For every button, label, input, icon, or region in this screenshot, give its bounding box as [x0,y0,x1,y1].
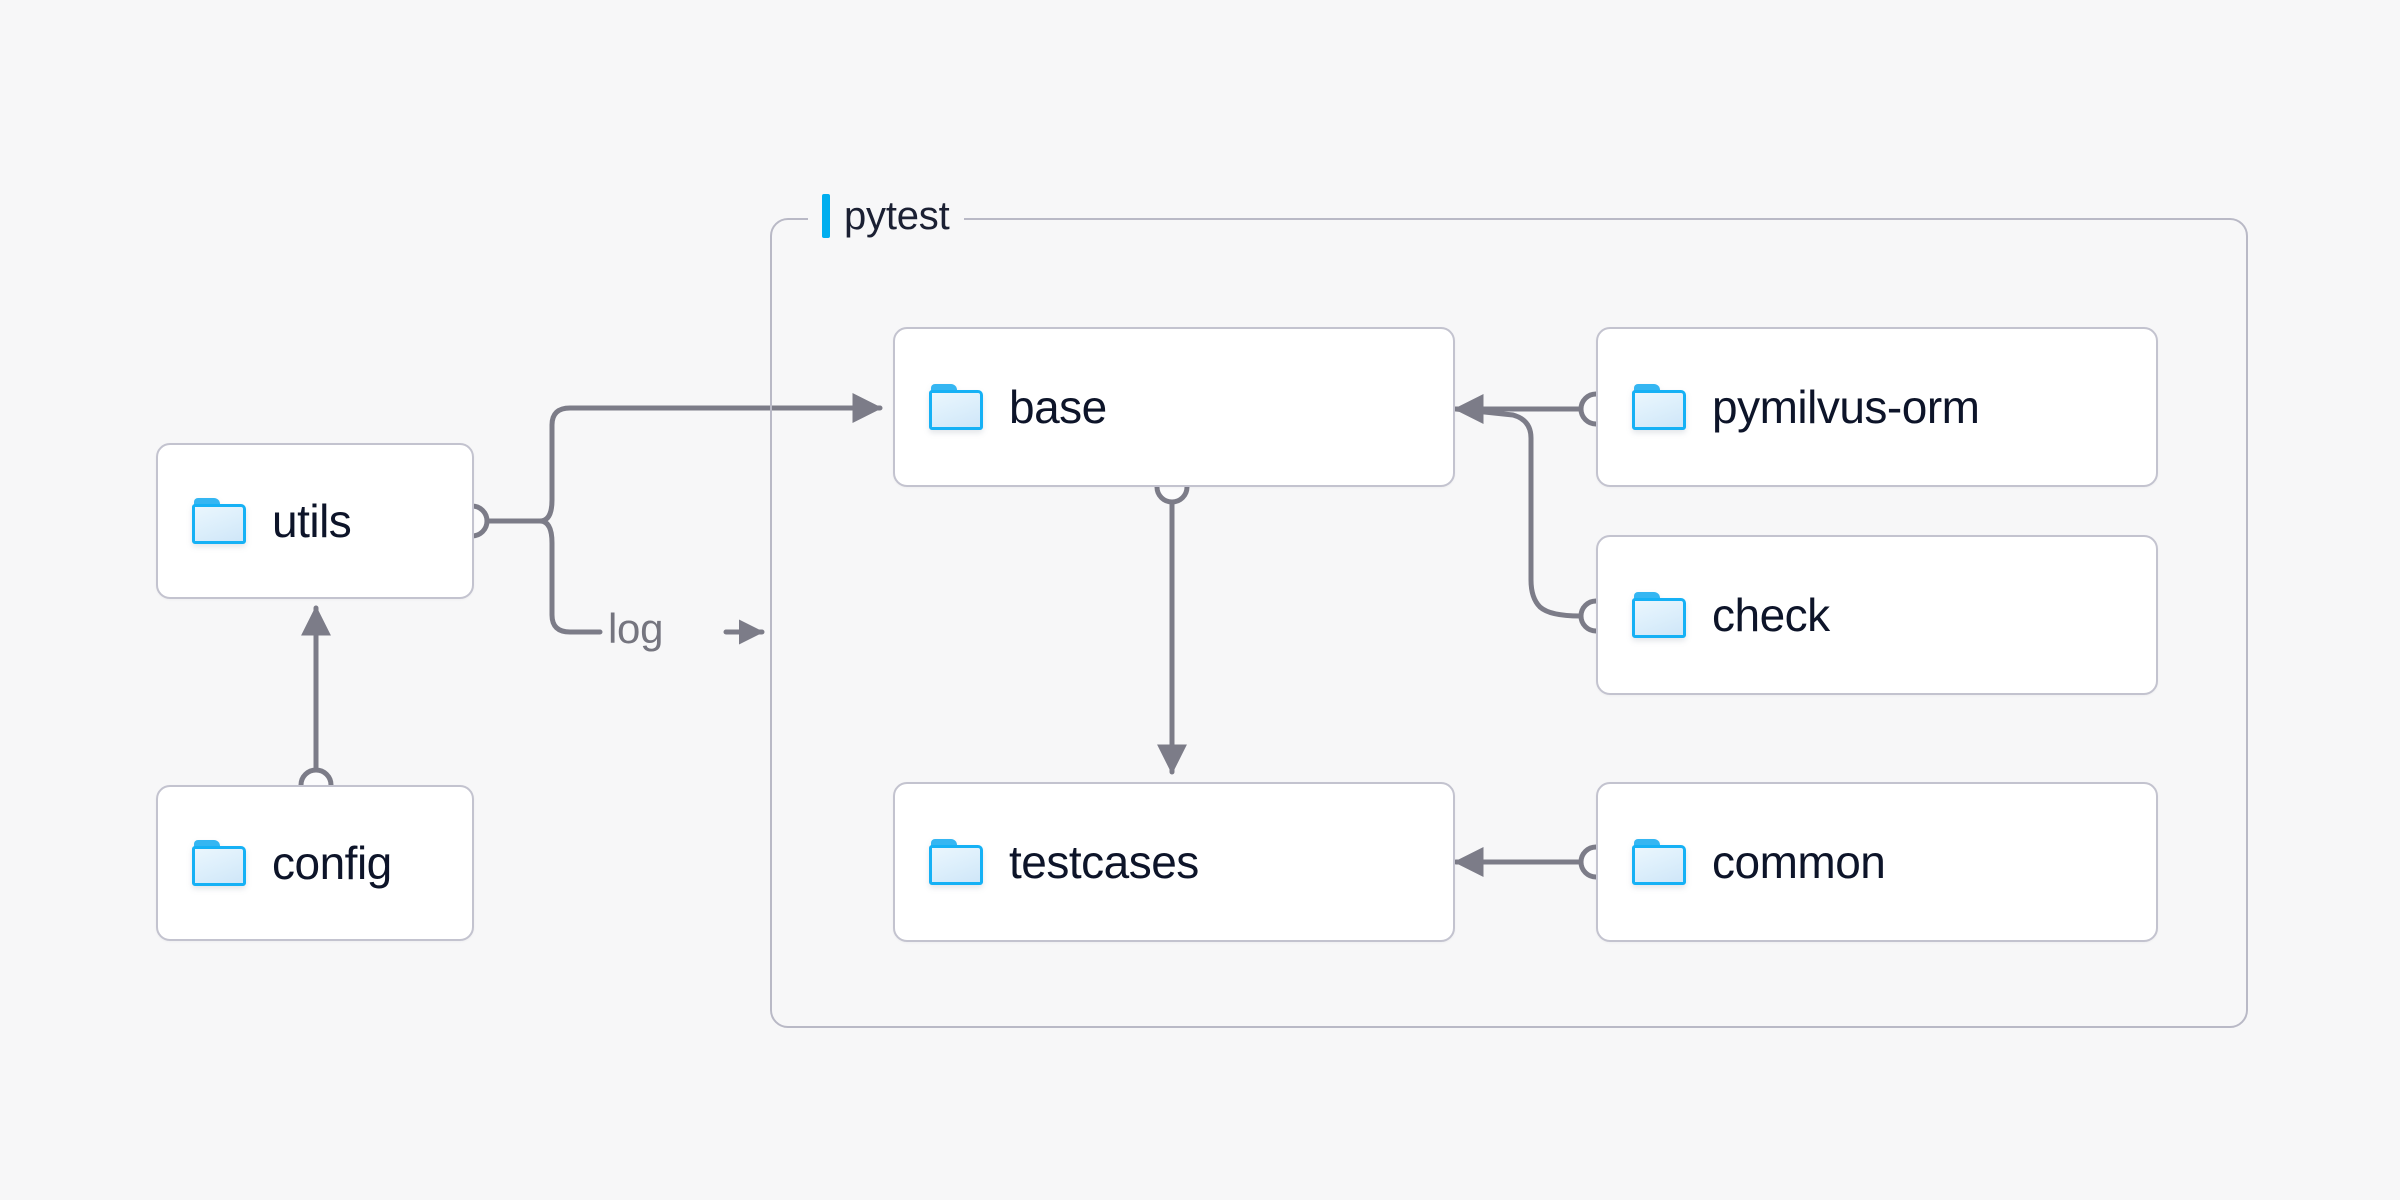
group-title: pytest [844,194,950,238]
group-pytest[interactable] [770,218,2248,1028]
accent-bar-icon [822,194,830,238]
node-check[interactable]: check [1596,535,2158,695]
node-base[interactable]: base [893,327,1455,487]
folder-icon [1632,384,1686,430]
node-pymilvus-orm-label: pymilvus-orm [1712,381,1980,433]
edge-label-log: log [608,605,664,652]
group-pytest-label: pytest [808,193,964,239]
folder-icon [1632,839,1686,885]
node-testcases-label: testcases [1009,836,1199,888]
folder-icon [192,840,246,886]
folder-icon [929,839,983,885]
node-utils-label: utils [272,495,352,547]
folder-icon [192,498,246,544]
node-config[interactable]: config [156,785,474,941]
node-common[interactable]: common [1596,782,2158,942]
node-pymilvus-orm[interactable]: pymilvus-orm [1596,327,2158,487]
folder-icon [929,384,983,430]
node-base-label: base [1009,381,1107,433]
node-utils[interactable]: utils [156,443,474,599]
edge-utils-log [537,518,603,635]
folder-icon [1632,592,1686,638]
node-config-label: config [272,837,392,889]
node-testcases[interactable]: testcases [893,782,1455,942]
node-common-label: common [1712,836,1886,888]
node-check-label: check [1712,589,1830,641]
